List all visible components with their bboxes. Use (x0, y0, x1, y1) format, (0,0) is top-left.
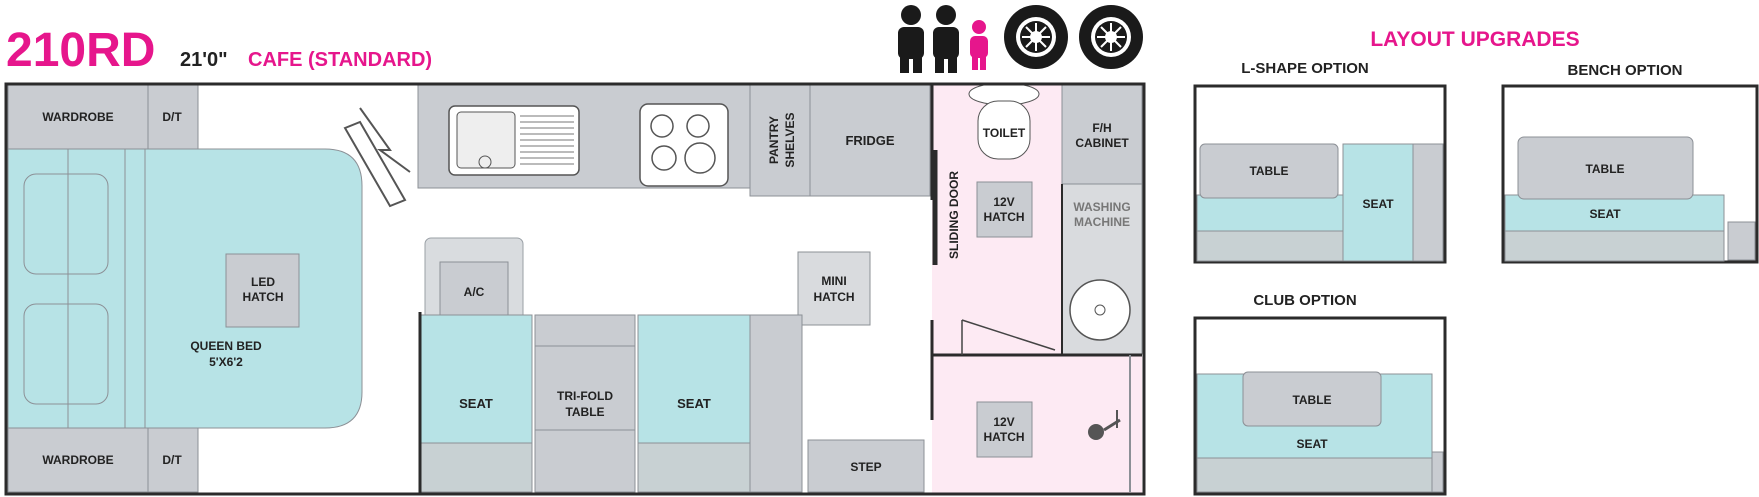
queen-bed-label: QUEEN BED (190, 339, 262, 353)
queen-bed (7, 148, 363, 429)
variant-label: CAFE (STANDARD) (248, 49, 432, 71)
lshape-title: L-SHAPE OPTION (1241, 60, 1369, 77)
pantry-label: SHELVES (783, 112, 797, 167)
fridge (809, 83, 931, 197)
seat-right-label: SEAT (677, 396, 711, 411)
wardrobe-top (7, 83, 149, 150)
12v-hatch-bottom-label: 12V (993, 415, 1014, 429)
dt-bottom-label: D/T (162, 453, 182, 467)
sink-icon (448, 105, 580, 176)
offroad-tyre-icon (1004, 5, 1068, 69)
length-label: 21'0" (180, 49, 228, 71)
van-outline (4, 82, 1146, 496)
pillow (23, 173, 109, 275)
child-person-icon (970, 20, 988, 70)
trifold-table (534, 314, 636, 493)
12v-hatch-top (976, 181, 1033, 238)
model-title: 210RD (6, 24, 155, 77)
12v-hatch-bottom (976, 401, 1033, 458)
dt-bottom (147, 427, 199, 493)
wardrobe-bottom-label: WARDROBE (42, 453, 113, 467)
adult-person-icon (933, 5, 959, 73)
toilet-label: TOILET (983, 126, 1026, 140)
bench-title: BENCH OPTION (1567, 62, 1682, 79)
pillow (23, 303, 109, 405)
dt-top-label: D/T (162, 110, 182, 124)
mini-hatch-label: MINI (821, 274, 846, 288)
washing-machine-label: WASHING (1073, 200, 1130, 214)
seat-right-base (637, 442, 751, 493)
club-option: CLUB OPTION TABLE SEAT (1193, 292, 1447, 496)
trifold-table-label: TRI-FOLD (557, 389, 613, 403)
upgrades-title: LAYOUT UPGRADES (1370, 28, 1579, 51)
led-hatch-label: HATCH (242, 290, 283, 304)
mini-hatch (797, 251, 871, 326)
12v-hatch-top-label: HATCH (983, 210, 1024, 224)
trifold-table-label: TABLE (565, 405, 604, 419)
step (807, 439, 925, 493)
window-shade-icon (343, 107, 411, 208)
shower-icon (1088, 410, 1121, 440)
dt-top (147, 83, 199, 150)
wardrobe-top-label: WARDROBE (42, 110, 113, 124)
seat-left-base (419, 442, 533, 493)
fh-cabinet-label: F/H (1092, 121, 1111, 135)
fridge-label: FRIDGE (845, 133, 894, 148)
adult-person-icon (898, 5, 924, 73)
bench-table-label: TABLE (1585, 162, 1624, 176)
12v-hatch-top-label: 12V (993, 195, 1014, 209)
club-seat-label: SEAT (1296, 437, 1328, 451)
bench-option: BENCH OPTION TABLE SEAT (1501, 62, 1759, 264)
washing-machine-label: MACHINE (1074, 215, 1130, 229)
cooktop-icon (639, 103, 729, 187)
fh-cabinet-label: CABINET (1075, 136, 1129, 150)
pantry-shelves (749, 83, 811, 197)
ac-label: A/C (464, 285, 485, 299)
toilet-icon (968, 82, 1040, 160)
club-title: CLUB OPTION (1253, 292, 1356, 309)
bench-seat-label: SEAT (1589, 207, 1621, 221)
lshape-table-label: TABLE (1249, 164, 1288, 178)
lshape-seat-label: SEAT (1362, 197, 1394, 211)
lshape-option: L-SHAPE OPTION TABLE SEAT (1193, 60, 1447, 264)
led-hatch (225, 253, 300, 328)
led-hatch-label: LED (251, 275, 275, 289)
main-floorplan: WARDROBE D/T WARDROBE D/T LED HATCH QUEE… (4, 82, 1146, 496)
bathroom-door (961, 319, 1056, 351)
club-table-label: TABLE (1292, 393, 1331, 407)
basin-icon (1069, 279, 1131, 341)
12v-hatch-bottom-label: HATCH (983, 430, 1024, 444)
queen-bed-size-label: 5'X6'2 (209, 355, 243, 369)
step-label: STEP (850, 460, 881, 474)
mini-hatch-label: HATCH (813, 290, 854, 304)
seat-side-panel (749, 314, 803, 493)
sliding-door-label: SLIDING DOOR (947, 171, 961, 259)
seat-left-label: SEAT (459, 396, 493, 411)
pantry-label: PANTRY (767, 116, 781, 164)
offroad-tyre-icon (1079, 5, 1143, 69)
